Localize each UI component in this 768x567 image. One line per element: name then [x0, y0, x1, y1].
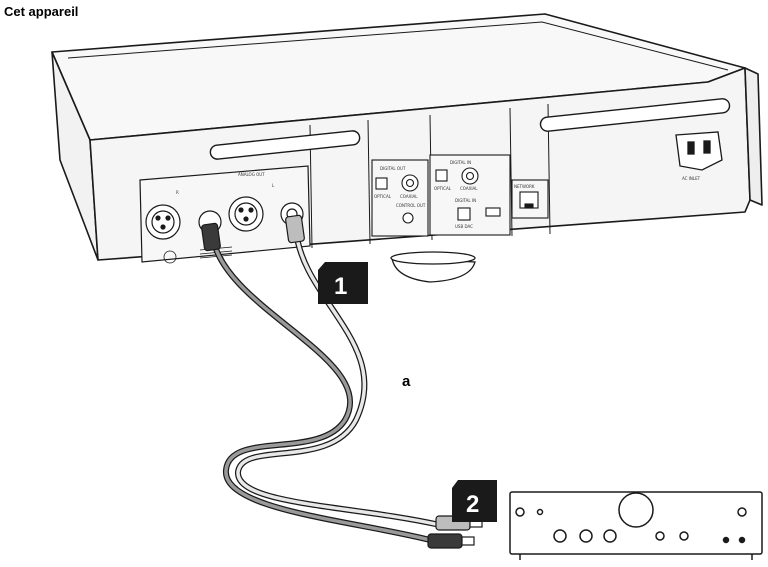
optical-out-port[interactable] [375, 177, 388, 190]
rear-handle-right [539, 98, 731, 132]
digital-in-section [429, 154, 511, 236]
control-out-label: CONTROL OUT [396, 203, 426, 208]
network-section [511, 179, 549, 219]
step-1-badge: 1 [318, 262, 368, 304]
analog-cable [210, 227, 443, 543]
digital-out-section [371, 159, 429, 237]
channel-left-label: L [272, 183, 275, 188]
amp-knob-2 [579, 529, 593, 543]
usb-a-port[interactable] [485, 207, 501, 217]
control-out-port[interactable] [402, 212, 414, 224]
device-feet [390, 251, 476, 283]
device-right-side [744, 67, 763, 206]
digital-out-label: DIGITAL OUT [380, 166, 406, 171]
digital-in-usb-label: DIGITAL IN [455, 198, 476, 203]
optical-in-port[interactable] [435, 169, 448, 182]
figure-title: Cet appareil [4, 4, 79, 19]
amp-knob-3 [603, 529, 617, 543]
digital-in-label: DIGITAL IN [450, 160, 471, 165]
step-1-number: 1 [334, 273, 347, 300]
optical-out-label: OPTICAL [374, 194, 392, 199]
network-label: NETWORK [514, 184, 535, 189]
ac-inlet-label: AC INLET [682, 176, 701, 181]
ac-inlet [675, 131, 723, 171]
amp-knob-1 [553, 529, 567, 543]
analog-out-section [139, 165, 311, 264]
plug-right-device [201, 222, 221, 252]
step-2-number: 2 [466, 491, 479, 518]
plug-right-amp [427, 533, 475, 549]
analog-out-label: ANALOG OUT [238, 172, 265, 177]
usb-dac-label: USB DAC [455, 224, 473, 229]
cable-label: a [402, 373, 411, 390]
amplifier [509, 491, 763, 560]
device-top-inner-edge [67, 21, 729, 71]
coaxial-out-port[interactable] [401, 174, 419, 192]
xlr-right-jack [145, 204, 181, 240]
plug-left-device [285, 214, 305, 244]
coaxial-in-label: COAXIAL [460, 186, 478, 191]
amp-volume-knob [618, 492, 654, 528]
step-2-badge: 2 [452, 480, 497, 522]
coaxial-out-label: COAXIAL [400, 194, 418, 199]
coaxial-in-port[interactable] [461, 167, 479, 185]
usb-dac-port[interactable] [457, 207, 471, 221]
optical-in-label: OPTICAL [434, 186, 452, 191]
channel-right-label: R [176, 190, 179, 195]
rear-handle-left [209, 130, 361, 160]
xlr-left-jack [228, 196, 264, 232]
